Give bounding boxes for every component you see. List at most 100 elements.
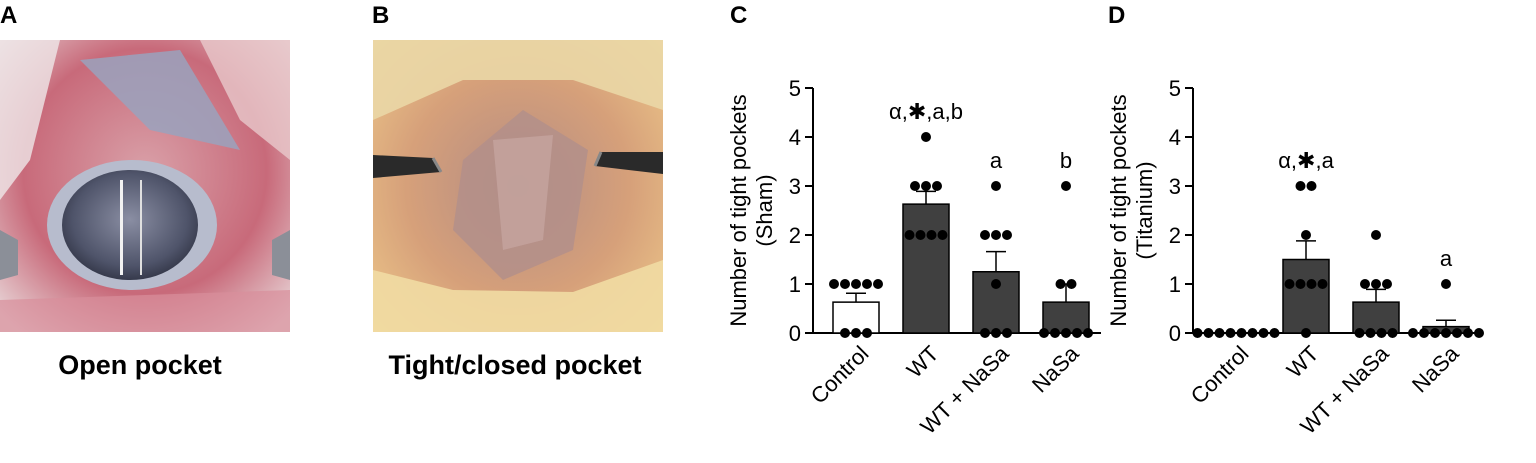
sham-bar-3 bbox=[1042, 301, 1090, 334]
sham-point-3-2 bbox=[1066, 279, 1077, 289]
sham-point-2-7 bbox=[1002, 328, 1012, 338]
sham-category-label-0: Control bbox=[806, 341, 874, 409]
titanium-point-2-5 bbox=[1365, 328, 1376, 338]
sham-point-0-4 bbox=[873, 279, 883, 289]
titanium-point-1-3 bbox=[1284, 279, 1295, 289]
titanium-point-2-0 bbox=[1371, 230, 1381, 240]
titanium-ytick-label-2: 2 bbox=[1169, 223, 1181, 248]
sham-point-3-3 bbox=[1039, 328, 1049, 338]
sham-point-2-3 bbox=[1002, 230, 1012, 240]
sham-ylabel-line-0: Number of tight pockets bbox=[726, 94, 751, 326]
titanium-point-3-3 bbox=[1430, 328, 1440, 338]
titanium-ytick-label-3: 3 bbox=[1169, 174, 1181, 199]
titanium-point-2-2 bbox=[1371, 279, 1381, 289]
sham-point-3-0 bbox=[1061, 181, 1071, 191]
titanium-point-2-6 bbox=[1376, 328, 1387, 338]
titanium-point-0-7 bbox=[1269, 328, 1280, 338]
titanium-point-3-7 bbox=[1474, 328, 1484, 338]
sham-point-0-6 bbox=[851, 328, 861, 338]
titanium-point-3-6 bbox=[1463, 328, 1473, 338]
sham-point-2-6 bbox=[991, 328, 1001, 338]
titanium-point-0-5 bbox=[1247, 328, 1258, 338]
titanium-point-3-2 bbox=[1419, 328, 1429, 338]
titanium-category-label-1: WT bbox=[1282, 341, 1324, 383]
titanium-ylabel-line-0: Number of tight pockets bbox=[1106, 94, 1131, 326]
sham-point-3-7 bbox=[1083, 328, 1093, 338]
titanium-ylabel-line-1: (Titanium) bbox=[1132, 161, 1157, 259]
sham-bar-0 bbox=[832, 301, 880, 334]
titanium-point-1-2 bbox=[1301, 230, 1311, 240]
titanium-point-2-7 bbox=[1387, 328, 1398, 338]
sham-point-2-4 bbox=[991, 279, 1001, 289]
sham-point-0-3 bbox=[862, 279, 872, 289]
titanium-point-3-4 bbox=[1441, 328, 1451, 338]
titanium-point-0-4 bbox=[1236, 328, 1247, 338]
titanium-category-label-0: Control bbox=[1186, 341, 1254, 409]
tight-pocket-photo bbox=[373, 40, 663, 332]
titanium-ytick-label-5: 5 bbox=[1169, 76, 1181, 101]
titanium-category-label-3: NaSa bbox=[1407, 340, 1464, 397]
titanium-annotation-1: α,✱,a bbox=[1278, 148, 1334, 173]
sham-annotation-2: a bbox=[990, 148, 1003, 173]
sham-point-0-2 bbox=[851, 279, 861, 289]
sham-ytick-label-5: 5 bbox=[789, 76, 801, 101]
sham-point-1-4 bbox=[904, 230, 915, 240]
sham-point-1-1 bbox=[910, 181, 920, 191]
titanium-point-0-0 bbox=[1192, 328, 1203, 338]
sham-point-2-2 bbox=[991, 230, 1001, 240]
titanium-point-2-4 bbox=[1354, 328, 1365, 338]
titanium-point-1-4 bbox=[1295, 279, 1306, 289]
sham-point-2-1 bbox=[980, 230, 990, 240]
titanium-point-1-7 bbox=[1301, 328, 1311, 338]
sham-point-3-5 bbox=[1061, 328, 1071, 338]
titanium-point-2-1 bbox=[1360, 279, 1370, 289]
sham-point-1-5 bbox=[915, 230, 926, 240]
titanium-point-0-1 bbox=[1203, 328, 1214, 338]
sham-ytick-label-4: 4 bbox=[789, 125, 801, 150]
titanium-annotation-3: a bbox=[1440, 246, 1453, 271]
titanium-point-1-1 bbox=[1306, 181, 1317, 191]
sham-bar-1 bbox=[902, 203, 950, 334]
titanium-point-3-0 bbox=[1441, 279, 1451, 289]
panel-letter-c: C bbox=[730, 2, 748, 29]
titanium-point-3-5 bbox=[1452, 328, 1462, 338]
panel-a-caption: Open pocket bbox=[58, 350, 222, 380]
sham-point-2-5 bbox=[980, 328, 990, 338]
sham-point-1-3 bbox=[932, 181, 942, 191]
panel-b-caption: Tight/closed pocket bbox=[388, 350, 642, 380]
titanium-point-1-0 bbox=[1295, 181, 1306, 191]
panel-letter-d: D bbox=[1108, 2, 1126, 29]
sham-ylabel-line-1: (Sham) bbox=[752, 174, 777, 246]
titanium-ytick-label-4: 4 bbox=[1169, 125, 1181, 150]
sham-ytick-label-2: 2 bbox=[789, 223, 801, 248]
sham-point-1-7 bbox=[937, 230, 948, 240]
titanium-ytick-label-0: 0 bbox=[1169, 321, 1181, 346]
open-pocket-photo bbox=[0, 40, 290, 332]
sham-ytick-label-3: 3 bbox=[789, 174, 801, 199]
titanium-bar-1 bbox=[1282, 258, 1330, 334]
sham-category-label-1: WT bbox=[902, 341, 944, 383]
sham-point-3-4 bbox=[1050, 328, 1060, 338]
sham-point-0-5 bbox=[840, 328, 850, 338]
titanium-point-1-5 bbox=[1306, 279, 1317, 289]
titanium-point-0-6 bbox=[1258, 328, 1269, 338]
sham-annotation-1: α,✱,a,b bbox=[889, 99, 963, 124]
sham-point-3-6 bbox=[1072, 328, 1082, 338]
titanium-point-2-3 bbox=[1382, 279, 1392, 289]
titanium-point-0-3 bbox=[1225, 328, 1236, 338]
sham-annotation-3: b bbox=[1060, 148, 1072, 173]
sham-point-0-7 bbox=[862, 328, 872, 338]
titanium-ytick-label-1: 1 bbox=[1169, 272, 1181, 297]
titanium-point-0-2 bbox=[1214, 328, 1225, 338]
sham-ytick-label-1: 1 bbox=[789, 272, 801, 297]
sham-category-label-3: NaSa bbox=[1027, 340, 1084, 397]
sham-point-3-1 bbox=[1055, 279, 1066, 289]
sham-point-2-0 bbox=[991, 181, 1001, 191]
titanium-point-3-1 bbox=[1408, 328, 1418, 338]
sham-ytick-label-0: 0 bbox=[789, 321, 801, 346]
sham-point-0-1 bbox=[840, 279, 850, 289]
sham-point-0-0 bbox=[829, 279, 839, 289]
panel-letter-b: B bbox=[372, 2, 390, 29]
